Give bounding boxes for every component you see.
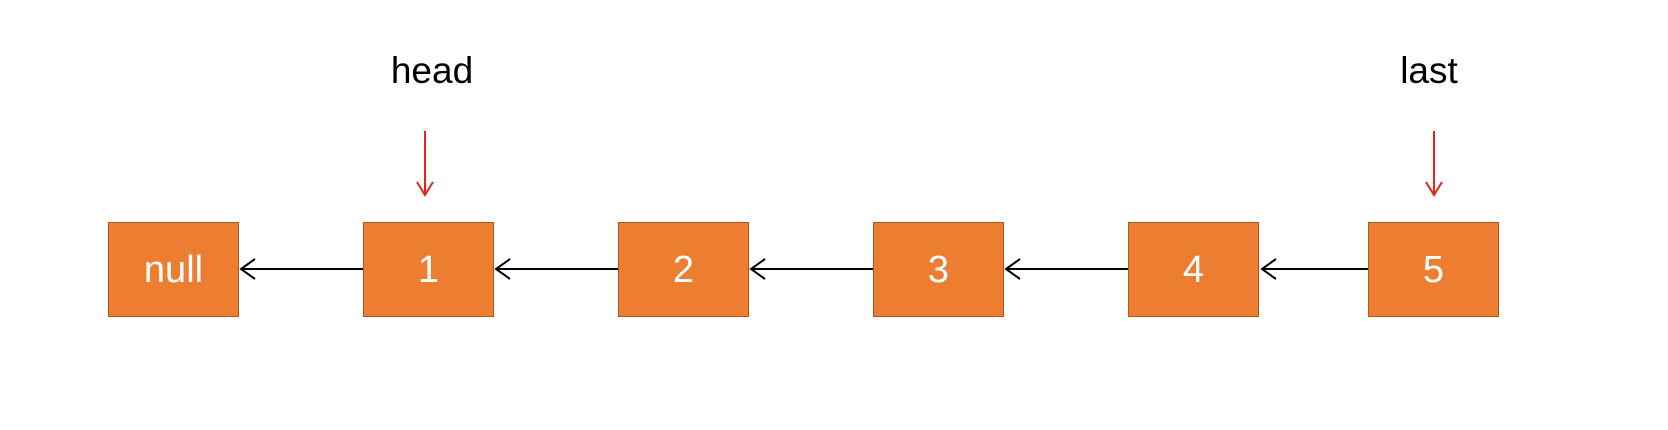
node-3-label: 3 [927,248,950,291]
last-pointer-label: last [1400,50,1458,91]
head-pointer-arrow [416,131,434,197]
node-4: 4 [1128,222,1259,317]
link-arrow-3-to-2 [749,258,873,280]
node-2-label: 2 [672,248,695,291]
node-5: 5 [1368,222,1499,317]
head-pointer-label: head [390,50,474,91]
node-5-label: 5 [1422,248,1445,291]
last-pointer-arrow [1425,131,1443,197]
node-1-label: 1 [417,248,440,291]
node-1: 1 [363,222,494,317]
link-arrow-5-to-4 [1260,258,1368,280]
node-null-label: null [143,248,204,291]
node-2: 2 [618,222,749,317]
link-arrow-1-to-null [239,258,363,280]
link-arrow-2-to-1 [494,258,618,280]
node-null: null [108,222,239,317]
node-3: 3 [873,222,1004,317]
node-4-label: 4 [1182,248,1205,291]
link-arrow-4-to-3 [1004,258,1128,280]
